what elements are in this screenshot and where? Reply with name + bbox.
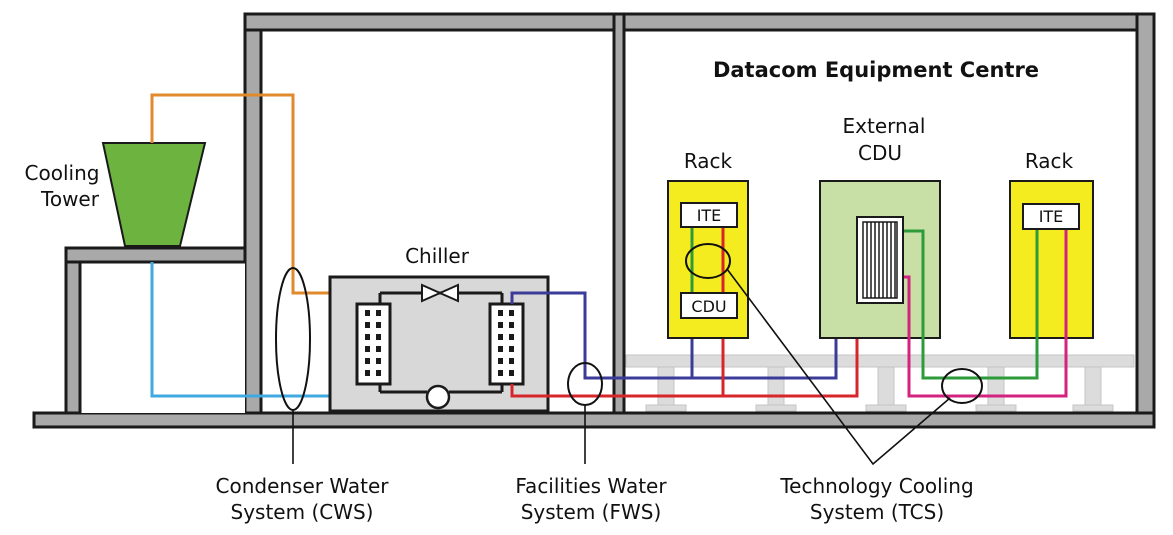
external-cdu — [819, 180, 1068, 398]
ite-left-label: ITE — [697, 206, 722, 225]
cdu-in-rack-label: CDU — [691, 297, 726, 316]
rack-left — [667, 180, 749, 339]
tower-platform — [64, 246, 250, 264]
valve-icon — [421, 283, 459, 303]
outer-wall-right — [1135, 12, 1156, 415]
chiller-label: Chiller — [405, 244, 470, 268]
platform-leg — [64, 260, 82, 415]
pump-icon — [425, 384, 451, 410]
roof — [243, 12, 1156, 32]
fws-label-line2: System (FWS) — [521, 500, 662, 524]
cws-label-line2: System (CWS) — [231, 500, 374, 524]
tcs-label-line2: System (TCS) — [810, 500, 944, 524]
external-cdu-label-line2: CDU — [858, 141, 902, 165]
cooling-tower-label-line1: Cooling — [25, 161, 100, 185]
cooling-tower — [101, 142, 207, 247]
rack-right — [1009, 180, 1094, 339]
tcs-label-line1: Technology Cooling — [779, 474, 973, 498]
tcs-leader — [726, 268, 951, 466]
ite-right-label: ITE — [1039, 207, 1064, 226]
datacom-title: Datacom Equipment Centre — [713, 58, 1039, 82]
external-cdu-label-line1: External — [843, 114, 926, 138]
heat-exchanger-icon — [856, 216, 904, 304]
fws-label-line1: Facilities Water — [515, 474, 667, 498]
ground-slab — [32, 411, 1156, 429]
tcs-highlight-rack — [685, 243, 731, 279]
outer-wall-left — [243, 12, 263, 415]
rack-right-label: Rack — [1025, 149, 1074, 173]
chiller — [328, 275, 550, 413]
tcs-highlight-cdu — [941, 368, 983, 404]
rack-left-label: Rack — [684, 149, 733, 173]
cooling-tower-label-line2: Tower — [40, 187, 100, 211]
cws-label-line1: Condenser Water — [216, 474, 390, 498]
